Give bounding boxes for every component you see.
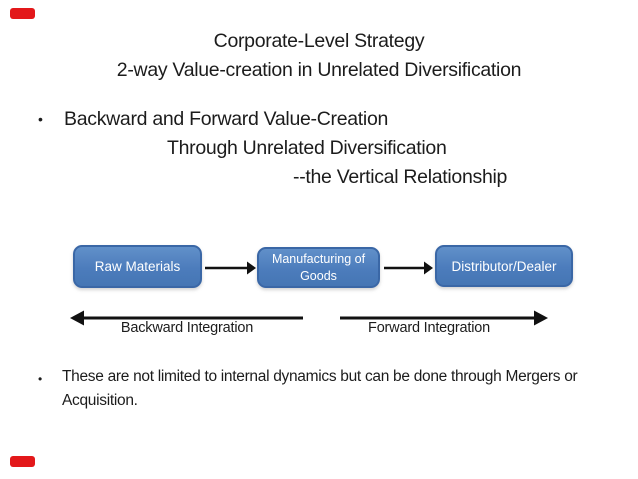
red-accent-mark-top [10, 8, 35, 19]
diagram-box-distributor-dealer: Distributor/Dealer [435, 245, 573, 287]
slide-title-line1: Corporate-Level Strategy [213, 30, 425, 52]
diagram-arrows [70, 261, 548, 326]
bullet1-line3: --the Vertical Relationship [293, 166, 508, 188]
diagram-box-raw-materials-label: Raw Materials [94, 259, 181, 274]
bullet2-text: These are not limited to internal dynami… [62, 368, 578, 409]
bullet-mergers-acquisition: • These are not limited to internal dyna… [38, 365, 623, 412]
diagram-box-distributor-dealer-label: Distributor/Dealer [451, 258, 557, 274]
bullet-backward-forward: • Backward and Forward Value-Creation Thr… [38, 105, 507, 192]
arrow-manufacturing-to-distributor [384, 261, 433, 275]
diagram-box-manufacturing-of-goods: Manufacturing of Goods [257, 247, 380, 288]
slide-title-line2: 2-way Value-creation in Unrelated Divers… [116, 59, 522, 81]
backward-integration-arrow [70, 310, 303, 326]
red-accent-mark-bottom [10, 456, 35, 467]
arrow-raw-to-manufacturing [205, 261, 256, 275]
bullet1-line1: • Backward and Forward Value-Creation [38, 105, 507, 134]
bullet-marker: • [38, 372, 42, 386]
diagram-box-manufacturing-of-goods-label: Manufacturing of Goods [271, 252, 366, 283]
bullet1-line1-text: Backward and Forward Value-Creation [64, 108, 389, 130]
diagram-box-raw-materials: Raw Materials [73, 245, 202, 288]
forward-integration-arrow [340, 310, 548, 326]
bullet-marker: • [38, 111, 43, 127]
forward-integration-label: Forward Integration [368, 320, 490, 336]
bullet1-line2: Through Unrelated Diversification [167, 137, 447, 159]
slide-title: Corporate-Level Strategy 2-way Value-cre… [0, 27, 638, 85]
backward-integration-label: Backward Integration [120, 320, 254, 336]
